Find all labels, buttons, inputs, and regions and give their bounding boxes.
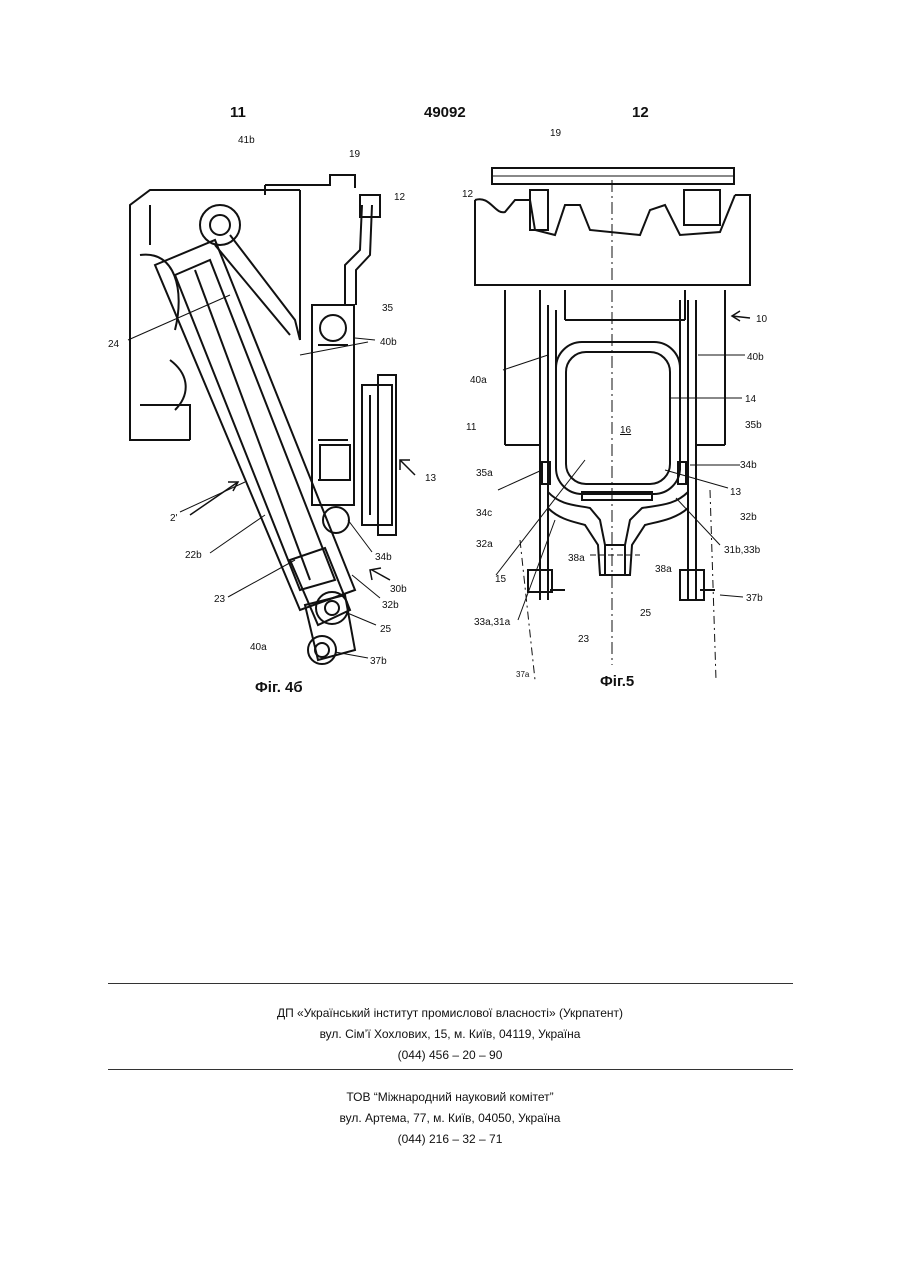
fig5-label-12: 12 (462, 189, 474, 200)
fig5-label-32b: 32b (740, 512, 757, 523)
fig4b-label-2prime: 2' (170, 513, 178, 524)
fig4b-label-35: 35 (382, 303, 394, 314)
fig5-label-15: 15 (495, 574, 507, 585)
fig5-label-40a: 40a (470, 375, 487, 386)
fig5-label-16: 16 (620, 425, 632, 436)
figure-4b-labels: 41b 19 12 35 40b 24 13 2' 22b 34b 30b 23… (108, 135, 437, 696)
fig4b-label-40b: 40b (380, 337, 397, 348)
figure-4b (128, 175, 415, 664)
fig5-label-38a-right: 38a (655, 564, 672, 575)
fig5-label-31b-33b: 31b,33b (724, 545, 761, 556)
footer-divider-bottom (108, 1069, 793, 1070)
fig4b-label-24: 24 (108, 339, 120, 350)
footer-address-1: вул. Сім’ї Хохлових, 15, м. Київ, 04119,… (0, 1027, 900, 1041)
fig5-label-10: 10 (756, 314, 768, 325)
patent-drawing: 41b 19 12 35 40b 24 13 2' 22b 34b 30b 23… (0, 0, 900, 720)
fig4b-label-25: 25 (380, 624, 392, 635)
fig4b-label-12: 12 (394, 192, 406, 203)
fig5-label-11: 11 (466, 422, 477, 433)
fig4b-caption: Фіг. 4б (255, 679, 303, 696)
fig5-label-35b: 35b (745, 420, 762, 431)
fig5-label-37a: 37a (516, 670, 530, 679)
footer-org-2: ТОВ “Міжнародний науковий комітет” (0, 1090, 900, 1104)
fig5-label-33a-31a: 33a,31a (474, 617, 511, 628)
fig4b-label-13: 13 (425, 473, 437, 484)
fig4b-label-32b: 32b (382, 600, 399, 611)
fig4b-label-37b: 37b (370, 656, 387, 667)
fig5-label-25: 25 (640, 608, 652, 619)
figure-5-labels: 19 12 10 40b 40a 14 11 16 35b 35a 34b 13… (462, 128, 768, 690)
footer-phone-1: (044) 456 – 20 – 90 (0, 1048, 900, 1062)
fig5-label-38a-left: 38a (568, 553, 585, 564)
footer-divider-top (108, 983, 793, 984)
fig4b-label-23: 23 (214, 594, 226, 605)
footer-phone-2: (044) 216 – 32 – 71 (0, 1132, 900, 1146)
fig5-label-34c: 34c (476, 508, 492, 519)
footer-address-2: вул. Артема, 77, м. Київ, 04050, Україна (0, 1111, 900, 1125)
fig5-label-40b: 40b (747, 352, 764, 363)
fig5-label-34b: 34b (740, 460, 757, 471)
fig4b-label-40a: 40a (250, 642, 267, 653)
fig5-label-14: 14 (745, 394, 757, 405)
fig5-label-19: 19 (550, 128, 562, 139)
fig4b-label-22b: 22b (185, 550, 202, 561)
fig5-label-35a: 35a (476, 468, 493, 479)
fig4b-label-34b: 34b (375, 552, 392, 563)
fig5-caption: Фіг.5 (600, 673, 634, 690)
fig5-label-37b: 37b (746, 593, 763, 604)
fig4b-label-19: 19 (349, 149, 361, 160)
fig5-label-23: 23 (578, 634, 590, 645)
fig5-label-13: 13 (730, 487, 742, 498)
figure-5 (475, 168, 750, 680)
fig4b-label-30b: 30b (390, 584, 407, 595)
fig5-label-32a: 32a (476, 539, 493, 550)
fig4b-label-41b: 41b (238, 135, 255, 146)
footer-org-1: ДП «Український інститут промислової вла… (0, 1006, 900, 1020)
